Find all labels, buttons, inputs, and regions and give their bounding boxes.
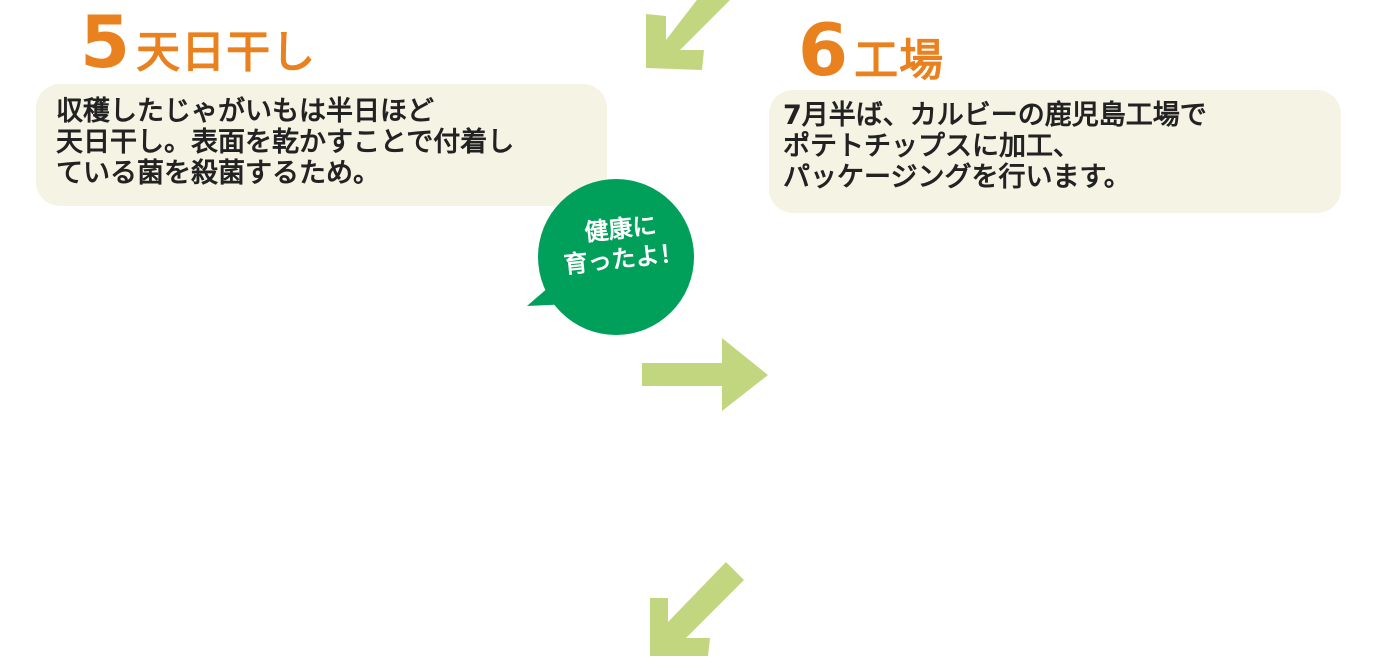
- step6-line: パッケージングを行います。: [783, 162, 1131, 193]
- arrow-right-icon: [642, 338, 768, 411]
- step5-line: 収穫したじゃがいもは半日ほど: [56, 96, 434, 127]
- step5-description: 収穫したじゃがいもは半日ほど 天日干し。表面を乾かすことで付着し ている菌を殺菌…: [36, 84, 607, 206]
- step5-name: 天日干し: [136, 27, 317, 78]
- step5-line: 天日干し。表面を乾かすことで付着し: [56, 127, 515, 158]
- step5-line: ている菌を殺菌するため。: [56, 158, 380, 189]
- step6-description: 7月半ば、カルビーの鹿児島工場で ポテトチップスに加工、 パッケージングを行いま…: [769, 90, 1341, 213]
- step6-line: ポテトチップスに加工、: [783, 131, 1080, 162]
- step5-title: 5 天日干し: [80, 6, 316, 78]
- step6-line: 7月半ば、カルビーの鹿児島工場で: [783, 100, 1207, 131]
- step6-name: 工場: [854, 35, 945, 86]
- speech-bubble-icon: [527, 179, 694, 335]
- step5-number: 5: [80, 0, 131, 84]
- arrow-down-left-icon: [646, 0, 730, 70]
- arrow-down-left-icon: [650, 562, 744, 656]
- step6-title: 6 工場: [798, 14, 944, 86]
- step6-number: 6: [798, 8, 849, 92]
- speech-badge: 健康に 育ったよ！: [527, 176, 697, 336]
